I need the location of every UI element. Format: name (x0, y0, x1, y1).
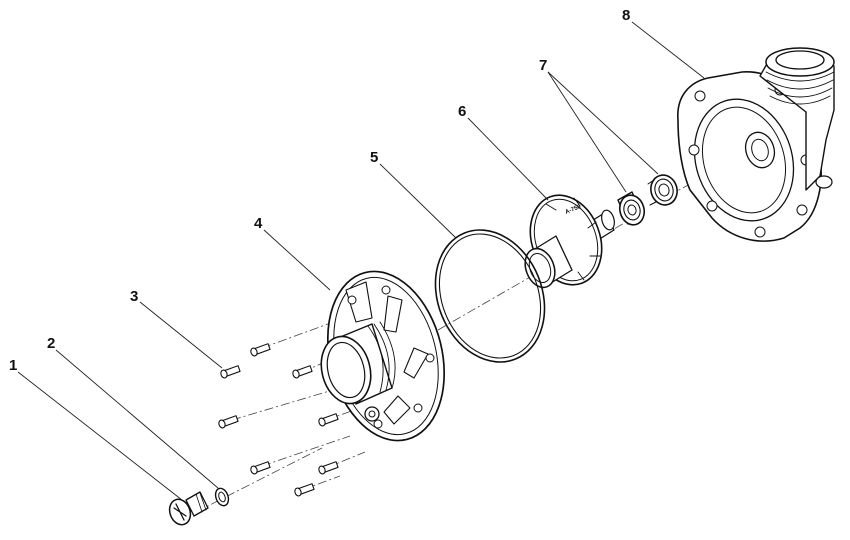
callout-8: 8 (622, 7, 630, 24)
part-7-seal-outer (647, 174, 678, 206)
part-4-seal-plate (320, 270, 446, 442)
leader-8 (631, 21, 705, 79)
assembly-axis (195, 145, 761, 513)
screw-1 (220, 365, 241, 379)
callout-labels: 1 2 3 4 5 6 7 8 (9, 7, 630, 374)
leader-5 (379, 163, 457, 239)
screw-8 (294, 483, 315, 497)
leader-7b (547, 71, 659, 175)
leader-7a (547, 71, 627, 193)
part-3-screws (218, 343, 339, 497)
screw-6 (250, 461, 271, 475)
leader-2 (55, 349, 219, 489)
leader-6 (467, 117, 549, 201)
screw-2 (250, 343, 271, 357)
part-5-o-ring (434, 229, 546, 363)
leader-4 (263, 229, 331, 291)
part-2-washer (214, 487, 230, 507)
screw-4 (218, 415, 239, 429)
callout-7: 7 (539, 57, 547, 74)
leader-lines (17, 21, 705, 501)
callout-3: 3 (130, 288, 138, 305)
callout-1: 1 (9, 357, 17, 374)
leader-3 (139, 301, 223, 369)
impeller-marking: A-750 (565, 204, 583, 216)
callout-4: 4 (254, 215, 263, 232)
part-1-drain-plug (168, 491, 209, 526)
screw-5 (318, 413, 339, 427)
leader-1 (17, 371, 183, 501)
part-8-volute-housing (677, 47, 835, 242)
screw-3 (292, 365, 313, 379)
part-6-impeller: A-750 (524, 194, 615, 289)
screw-7 (318, 461, 339, 475)
callout-2: 2 (47, 335, 55, 352)
callout-5: 5 (370, 149, 378, 166)
callout-6: 6 (458, 103, 466, 120)
part-7-seal-inner (617, 191, 646, 226)
